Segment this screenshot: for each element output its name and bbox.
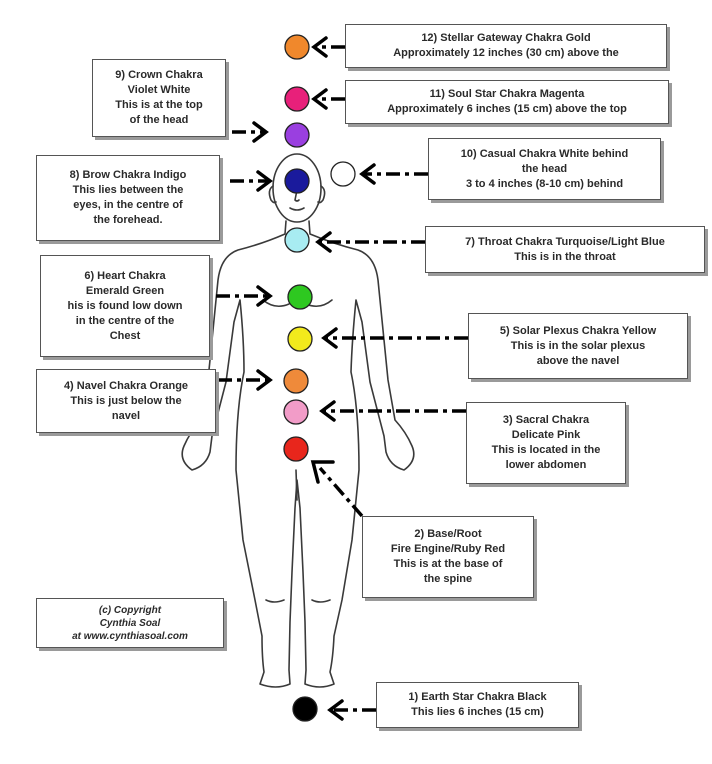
copyright-notice: (c) Copyright Cynthia Soal at www.cynthi…	[36, 598, 224, 648]
head-outline	[272, 153, 322, 223]
chakra-label-line: This lies between the	[72, 184, 184, 196]
chakra-label-line: the head	[521, 162, 568, 175]
chakra-label-line: 4) Navel Chakra Orange	[63, 379, 189, 392]
chakra-label-line: 6) Heart Chakra	[84, 269, 166, 282]
sacral-chakra-circle	[283, 399, 309, 425]
chakra-label-line: of the head	[129, 114, 189, 126]
chakra-label-line: 1) Earth Star Chakra Black	[408, 691, 547, 703]
chakra-label-line: the spine	[423, 573, 473, 585]
heart-chakra-circle	[287, 284, 313, 310]
chakra-label-line: 12) Stellar Gateway Chakra Gold	[421, 32, 591, 44]
earth-star-chakra-circle	[292, 696, 318, 722]
chakra-label-line: This lies 6 inches (15 cm)	[411, 706, 544, 718]
chakra-label-line: the forehead.	[93, 214, 163, 226]
base-root-chakra-circle	[283, 436, 309, 462]
chakra-label-line: 11) Soul Star Chakra Magenta	[429, 88, 585, 100]
soul-star-chakra-circle	[284, 86, 310, 112]
navel-chakra-circle	[283, 368, 309, 394]
chakra-label-line: This is just below the	[70, 394, 182, 407]
connector-lines	[216, 45, 468, 712]
copyright-author: Cynthia Soal	[99, 617, 161, 629]
chakra-label-line: Fire Engine/Ruby Red	[390, 543, 506, 555]
chakra-label-line: 2) Base/Root	[414, 528, 482, 540]
casual-chakra-label: 10) Casual Chakra White behind the head 3 …	[428, 138, 661, 200]
chakra-label-line: This is at the top	[115, 99, 203, 111]
copyright-line: (c) Copyright	[98, 604, 162, 616]
chakra-label-line: navel	[111, 409, 141, 422]
chakra-label-line: This is at the base of	[393, 558, 503, 570]
throat-chakra-circle	[284, 227, 310, 253]
crown-chakra-circle	[284, 122, 310, 148]
casual-chakra-circle	[330, 161, 356, 187]
stellar-gateway-chakra-circle	[284, 34, 310, 60]
chakra-label-line: Violet White	[127, 84, 191, 96]
chakra-label-line: lower abdomen	[505, 459, 587, 471]
chakra-label-line: his is found low down	[67, 299, 183, 312]
chakra-label-line: 9) Crown Chakra	[115, 69, 203, 81]
copyright-website: at www.cynthiasoal.com	[72, 630, 188, 642]
chakra-label-line: This is located in the	[491, 444, 601, 456]
chakra-label-line: Emerald Green	[85, 284, 165, 297]
chakra-label-line: Approximately 12 inches (30 cm) above th…	[393, 47, 619, 59]
chakra-label-line: 5) Solar Plexus Chakra Yellow	[499, 324, 657, 337]
brow-chakra-circle	[284, 168, 310, 194]
chakra-label-line: 3) Sacral Chakra	[502, 414, 590, 426]
chakra-label-line: above the navel	[536, 354, 620, 367]
chakra-label-line: Chest	[109, 329, 141, 342]
chakra-label-line: 7) Throat Chakra Turquoise/Light Blue	[465, 235, 665, 248]
chakra-label-line: 8) Brow Chakra Indigo	[69, 169, 187, 181]
chakra-label-line: 10) Casual Chakra White behind	[460, 147, 629, 160]
chakra-label-line: in the centre of the	[75, 314, 175, 327]
chakra-label-line: 3 to 4 inches (8-10 cm) behind	[465, 177, 624, 190]
chakra-circles	[283, 34, 356, 722]
chakra-label-line: This is in the solar plexus	[510, 339, 646, 352]
arrowheads	[252, 36, 376, 721]
solar-plexus-chakra-circle	[287, 326, 313, 352]
chakra-label-line: Delicate Pink	[511, 429, 581, 441]
chakra-label-line: Approximately 6 inches (15 cm) above the…	[387, 103, 627, 115]
chakra-label-line: eyes, in the centre of	[73, 199, 183, 211]
chakra-label-line: This is in the throat	[514, 250, 616, 263]
